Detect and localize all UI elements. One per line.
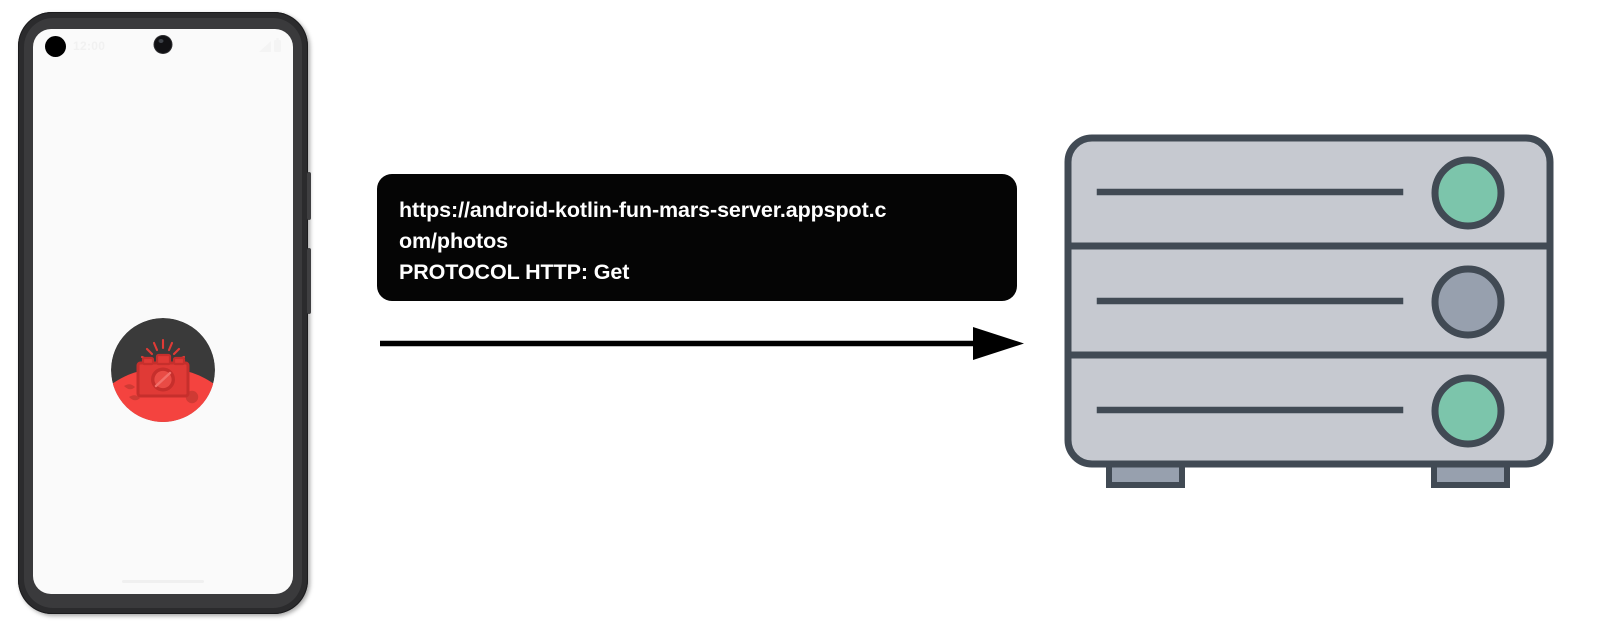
home-gesture-indicator[interactable] bbox=[122, 580, 204, 583]
request-protocol-line: PROTOCOL HTTP: Get bbox=[399, 260, 630, 284]
request-url-line-1: https://android-kotlin-fun-mars-server.a… bbox=[399, 198, 887, 222]
phone-screen: 12:00 bbox=[33, 29, 293, 594]
server-unit-1 bbox=[1096, 156, 1505, 230]
status-bar: 12:00 bbox=[33, 29, 293, 63]
punch-hole-camera-icon bbox=[154, 36, 172, 53]
server-unit-3 bbox=[1096, 374, 1505, 448]
server-unit-2 bbox=[1096, 265, 1505, 339]
mars-photos-app-icon[interactable] bbox=[111, 318, 215, 422]
status-bar-icons bbox=[259, 38, 281, 52]
notification-dot bbox=[45, 35, 66, 57]
android-phone-mockup: 12:00 bbox=[18, 12, 311, 614]
battery-icon bbox=[274, 38, 281, 52]
volume-rocker[interactable] bbox=[307, 248, 311, 314]
server-svg bbox=[1064, 134, 1554, 488]
status-bar-clock: 12:00 bbox=[73, 39, 106, 53]
web-server-illustration bbox=[1062, 128, 1556, 500]
power-button[interactable] bbox=[307, 172, 311, 220]
http-request-callout: https://android-kotlin-fun-mars-server.a… bbox=[377, 174, 1017, 301]
mars-photos-app-icon-svg bbox=[111, 318, 215, 422]
request-url-line-2: om/photos bbox=[399, 229, 508, 253]
arrow-svg bbox=[380, 327, 1024, 360]
request-direction-arrow bbox=[379, 322, 1024, 364]
signal-bars-icon bbox=[259, 40, 271, 52]
